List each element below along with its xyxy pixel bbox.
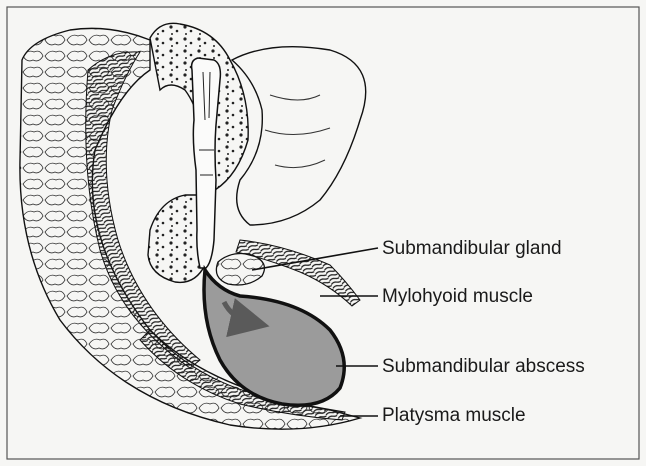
tongue-texture: [265, 95, 330, 168]
label-platysma-muscle: Platysma muscle: [382, 406, 526, 425]
oral-soft-tissue: [232, 47, 366, 225]
label-submandibular-gland: Submandibular gland: [382, 239, 562, 258]
label-submandibular-abscess: Submandibular abscess: [382, 357, 585, 376]
label-mylohyoid-muscle: Mylohyoid muscle: [382, 287, 533, 306]
